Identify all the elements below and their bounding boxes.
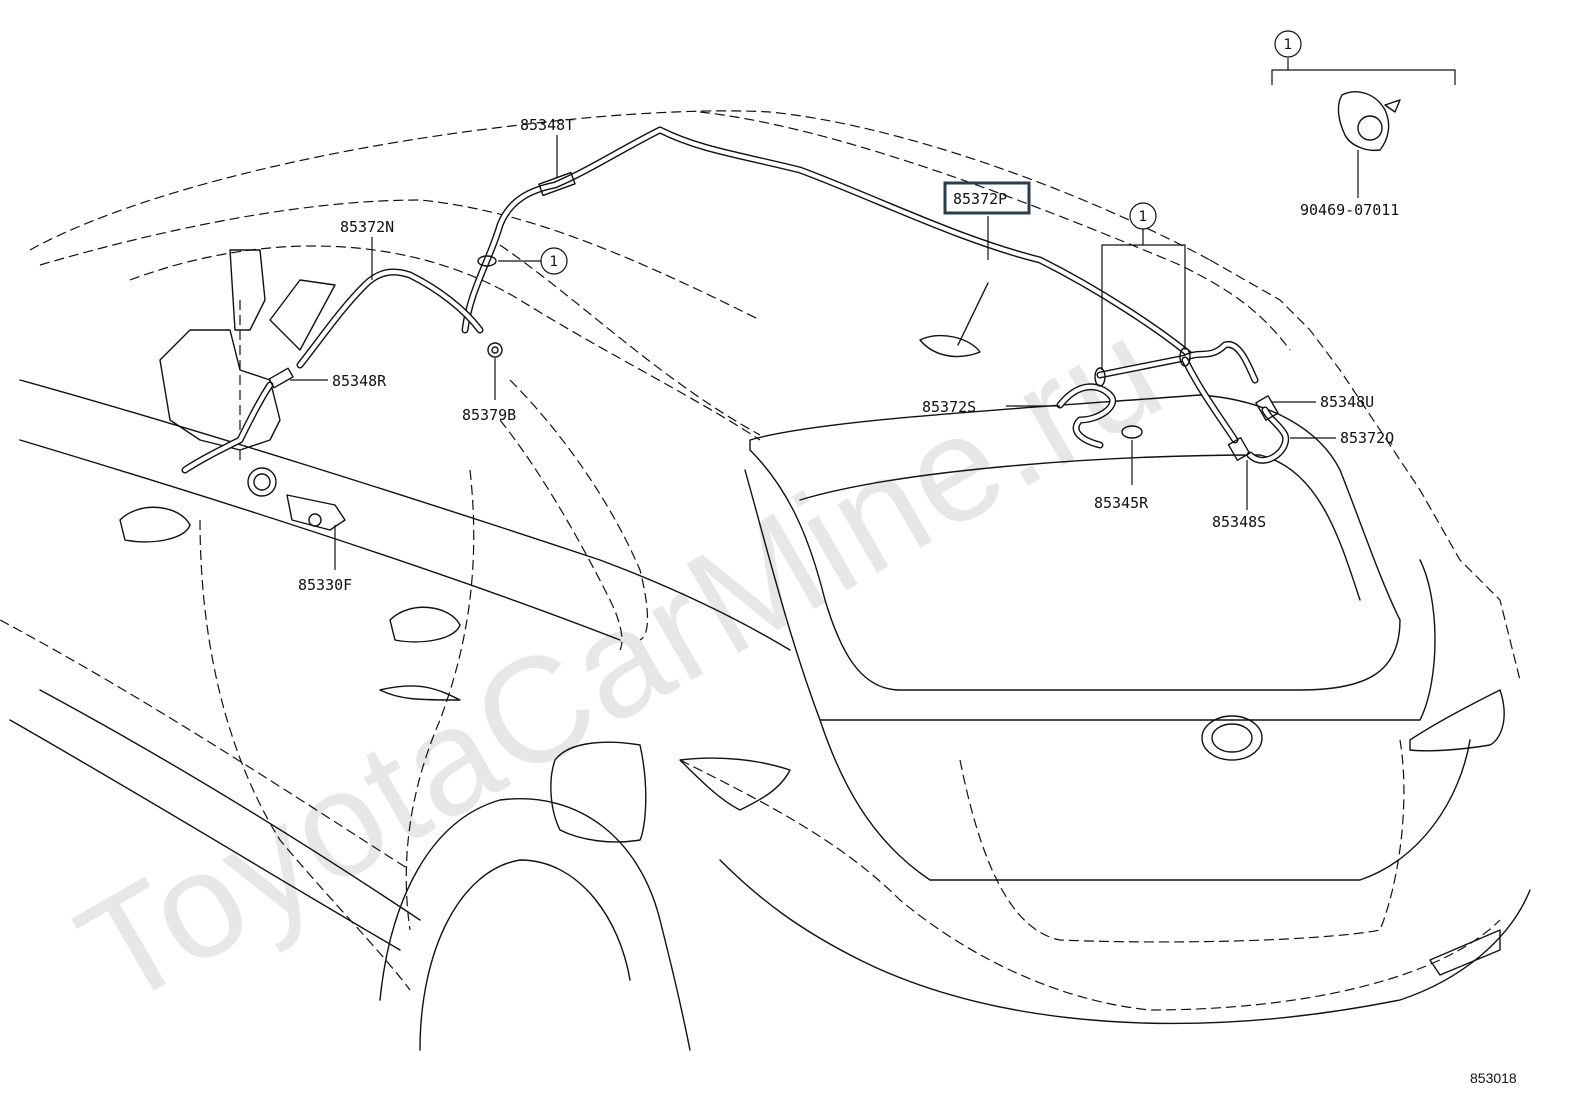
- part-label-85372N[interactable]: 85372N: [340, 218, 394, 236]
- ref-marker-1-roof: 1: [540, 247, 568, 275]
- part-shapes: [247, 91, 1401, 531]
- ref-marker-1-inset: 1: [1274, 30, 1302, 58]
- washer-hoses: [181, 126, 1290, 474]
- diagram-id: 853018: [1470, 1070, 1517, 1086]
- leader-lines: [290, 58, 1456, 570]
- highlight-box: [943, 181, 1031, 215]
- part-label-90469-07011[interactable]: 90469-07011: [1300, 201, 1399, 219]
- part-label-85330F[interactable]: 85330F: [298, 576, 352, 594]
- part-label-85372S[interactable]: 85372S: [922, 398, 976, 416]
- part-label-85372Q[interactable]: 85372Q: [1340, 429, 1394, 447]
- part-label-85348R[interactable]: 85348R: [332, 372, 387, 390]
- part-label-85348U[interactable]: 85348U: [1320, 393, 1374, 411]
- svg-text:1: 1: [1284, 37, 1293, 53]
- ref-marker-1-tailgate: 1: [1129, 202, 1157, 230]
- svg-text:1: 1: [550, 254, 559, 270]
- part-label-85348S[interactable]: 85348S: [1212, 513, 1266, 531]
- car-body-outline: [0, 110, 1531, 1051]
- svg-text:1: 1: [1139, 209, 1148, 225]
- part-label-85348T[interactable]: 85348T: [520, 116, 574, 134]
- part-label-85345R[interactable]: 85345R: [1094, 494, 1149, 512]
- part-label-85379B[interactable]: 85379B: [462, 406, 516, 424]
- part-label-85372P[interactable]: 85372P: [953, 190, 1007, 208]
- watermark: ToyotaCarMine.ru: [52, 284, 1189, 1037]
